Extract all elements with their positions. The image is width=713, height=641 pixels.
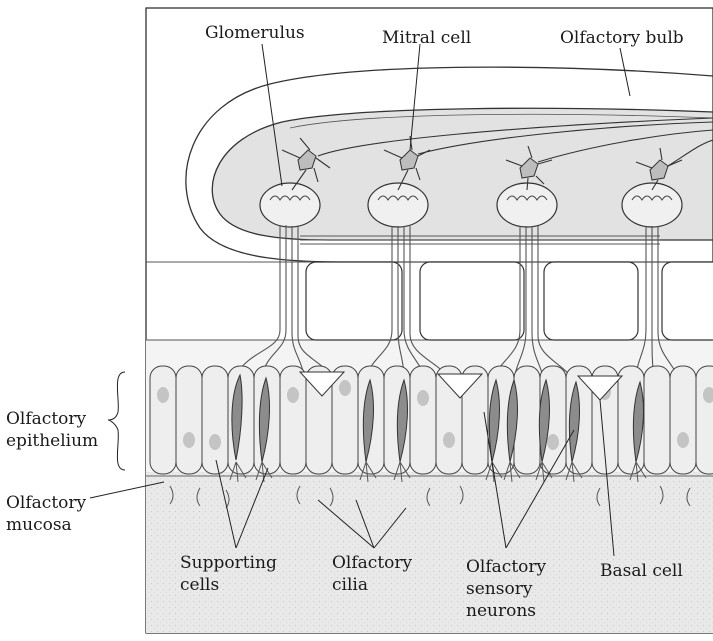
label-olfactory-sensory-neurons: Olfactory sensory neurons [466, 556, 546, 622]
label-glomerulus: Glomerulus [205, 22, 305, 44]
label-mitral-cell: Mitral cell [382, 27, 471, 49]
label-olfactory-mucosa: Olfactory mucosa [6, 492, 86, 536]
label-olfactory-cilia: Olfactory cilia [332, 552, 412, 596]
label-basal-cell: Basal cell [600, 560, 683, 582]
label-supporting-cells: Supporting cells [180, 552, 277, 596]
label-olfactory-epithelium: Olfactory epithelium [6, 408, 98, 452]
label-olfactory-bulb: Olfactory bulb [560, 27, 684, 49]
